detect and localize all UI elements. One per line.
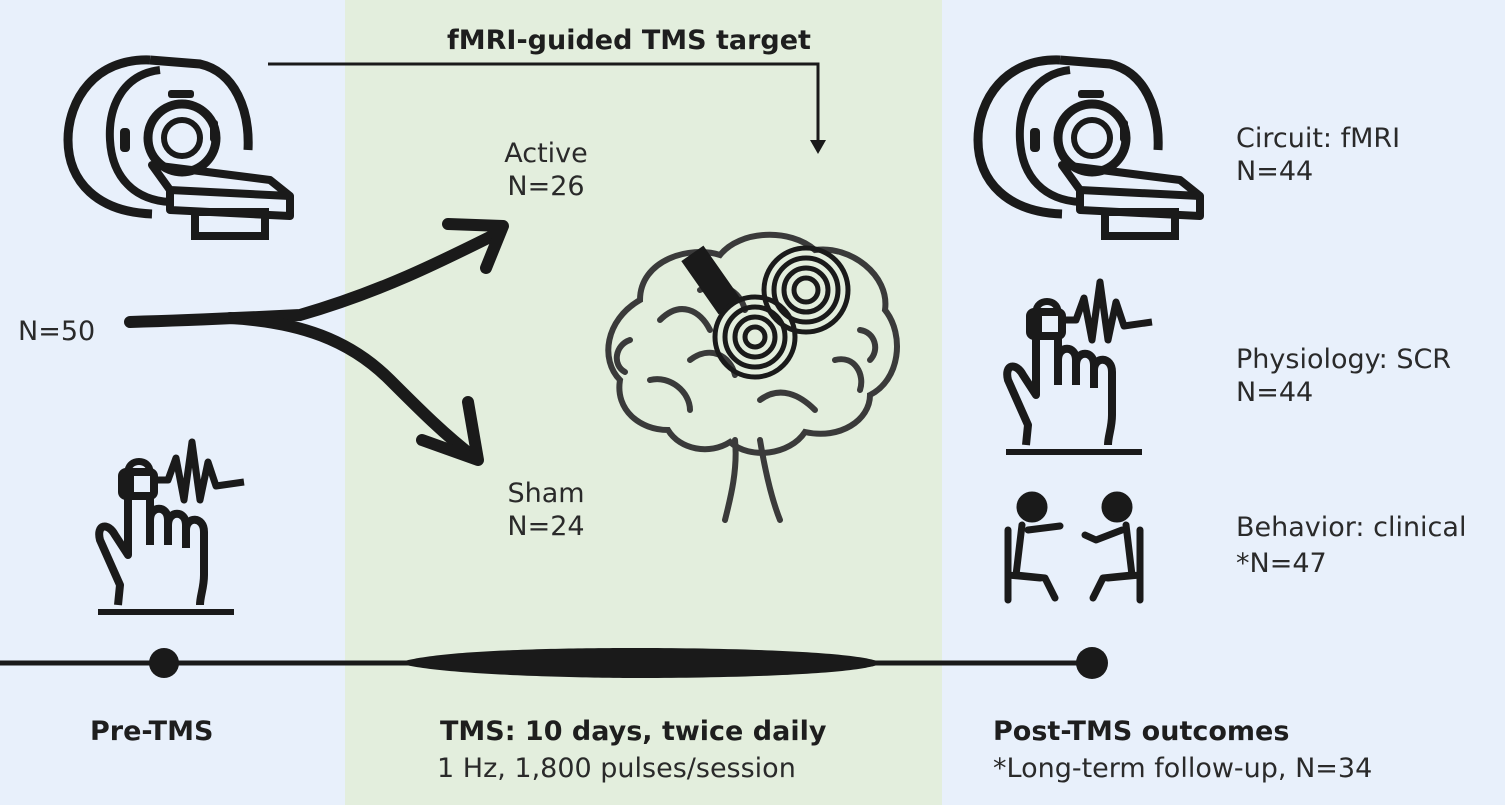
pre-tms-marker <box>149 648 179 678</box>
sham-arm-label: Sham <box>507 478 585 509</box>
pre-tms-title: Pre-TMS <box>90 716 214 747</box>
sham-arm-n: N=24 <box>507 511 585 542</box>
post-hand-electrode-icon <box>1006 282 1152 452</box>
pre-mri-scanner-icon <box>68 60 290 236</box>
post-mri-scanner-icon <box>978 60 1200 236</box>
post-tms-detail: *Long-term follow-up, N=34 <box>993 753 1373 784</box>
outcome-circuit-label: Circuit: fMRI <box>1236 123 1401 154</box>
post-tms-marker <box>1076 647 1108 679</box>
active-arm-label: Active <box>504 138 588 169</box>
tms-detail: 1 Hz, 1,800 pulses/session <box>437 753 796 784</box>
tms-title: TMS: 10 days, twice daily <box>440 716 827 747</box>
clinical-interview-icon <box>1004 491 1144 604</box>
randomization-arrow-icon <box>124 218 509 466</box>
pre-hand-electrode-icon <box>98 442 244 612</box>
outcome-behavior-n: *N=47 <box>1236 548 1327 579</box>
outcome-physiology-label: Physiology: SCR <box>1236 344 1452 375</box>
baseline-n: N=50 <box>18 316 96 347</box>
outcome-behavior-label: Behavior: clinical <box>1236 512 1467 543</box>
outcome-physiology-n: N=44 <box>1236 377 1314 408</box>
active-arm-n: N=26 <box>507 171 585 202</box>
outcome-circuit-n: N=44 <box>1236 156 1314 187</box>
timeline <box>0 647 1108 679</box>
tms-coil-icon <box>681 245 851 380</box>
target-label: fMRI-guided TMS target <box>447 25 811 56</box>
post-tms-title: Post-TMS outcomes <box>993 716 1290 747</box>
target-connector-arrow <box>268 62 826 154</box>
